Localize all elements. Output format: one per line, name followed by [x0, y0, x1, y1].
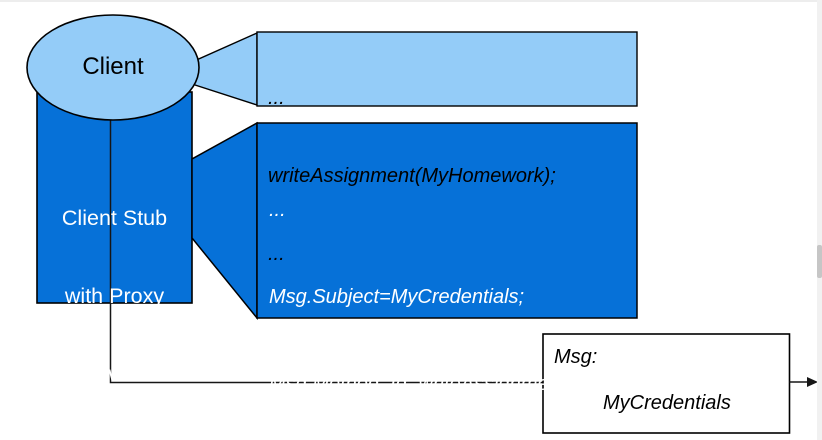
- code-line: Msg.Subject=MyCredentials;: [269, 286, 525, 308]
- client-code-callout-box: [256, 31, 638, 107]
- outgoing-arrow-head-icon: [807, 377, 818, 387]
- message-values: MyCredentials writeAssignment_Id MyHomew…: [603, 343, 778, 440]
- scrollbar-thumb[interactable]: [817, 245, 822, 278]
- scrollbar-track[interactable]: [817, 0, 822, 440]
- message-box-text: Msg: MyCredentials writeAssignment_Id My…: [554, 343, 778, 440]
- code-line: ...: [269, 199, 286, 221]
- client-stub-label: Client Stub with Proxy (here without PEP…: [37, 153, 192, 440]
- stub-code-callout-box: [256, 122, 638, 319]
- client-stub-box: [36, 91, 193, 304]
- message-label: Msg:: [554, 346, 598, 368]
- code-line: ...: [268, 243, 285, 265]
- message-value: MyCredentials: [603, 392, 731, 414]
- message-box: [542, 333, 791, 434]
- code-line: writeAssignment(MyHomework);: [268, 165, 556, 187]
- stub-code-callout-pointer: [191, 121, 258, 321]
- client-stub-label-line: (here without: [52, 362, 177, 386]
- client-ellipse: [26, 14, 200, 121]
- client-code-text: ... writeAssignment(MyHomework); ...: [268, 33, 556, 319]
- code-line: ...: [268, 87, 285, 109]
- code-line: Msg.Method_Id=writeAssignment_Id;: [269, 373, 599, 395]
- client-stub-label-line: Client Stub: [61, 206, 168, 230]
- stub-code-text: ... Msg.Subject=MyCredentials; Msg.Metho…: [269, 138, 599, 440]
- client-stub-label-line: with Proxy: [64, 284, 165, 308]
- client-label: Client: [82, 53, 144, 80]
- window-top-edge: [0, 0, 822, 2]
- client-code-callout-pointer: [191, 31, 258, 106]
- message-connector-line: [109, 120, 543, 384]
